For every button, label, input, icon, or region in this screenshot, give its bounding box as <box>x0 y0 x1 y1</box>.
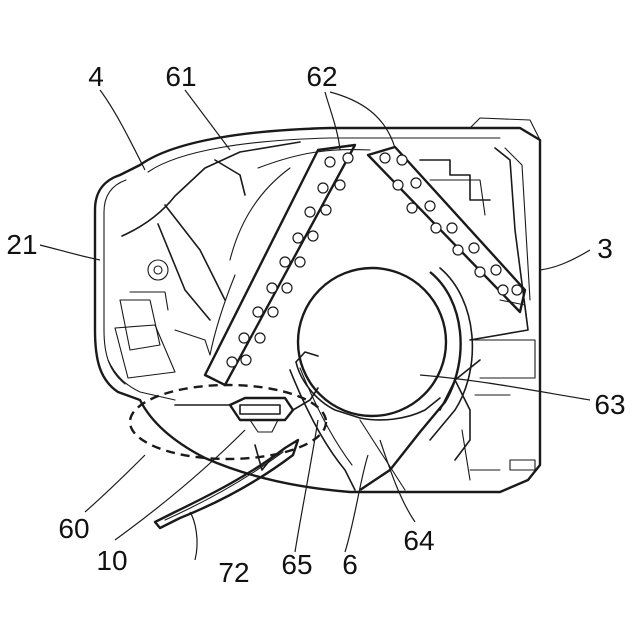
label-65: 65 <box>281 549 312 580</box>
label-64: 64 <box>403 525 434 556</box>
label-3: 3 <box>597 233 613 264</box>
label-4: 4 <box>88 61 104 92</box>
cross-flow-fan <box>298 268 446 416</box>
label-6: 6 <box>342 549 358 580</box>
air-passage <box>290 268 472 490</box>
heat-exchanger-front <box>205 145 355 385</box>
label-21: 21 <box>6 229 37 260</box>
reference-labels: 4 61 62 21 3 63 60 10 72 65 6 64 <box>6 61 625 588</box>
label-63: 63 <box>594 389 625 420</box>
heat-exchanger-rear <box>368 147 525 312</box>
label-60: 60 <box>58 513 89 544</box>
label-62: 62 <box>306 61 337 92</box>
label-61: 61 <box>165 61 196 92</box>
label-10: 10 <box>96 545 127 576</box>
sensor-unit <box>175 388 318 432</box>
label-72: 72 <box>218 557 249 588</box>
